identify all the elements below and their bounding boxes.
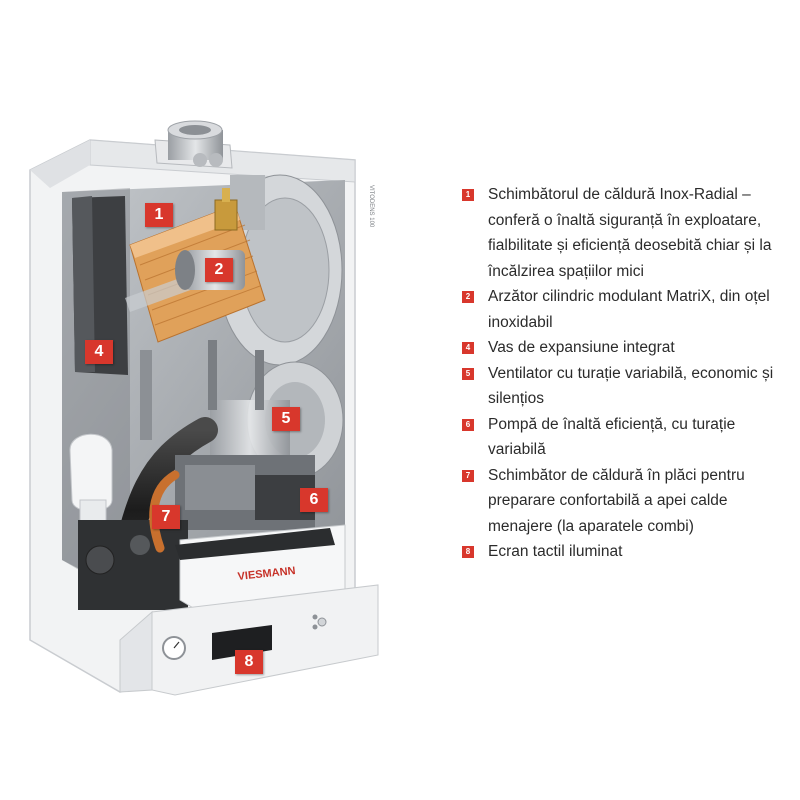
pipes xyxy=(140,340,264,440)
callout-5: 5 xyxy=(272,407,300,431)
flue-outlet xyxy=(154,120,233,169)
legend-item: 7 Schimbător de căldură în plăci pentru … xyxy=(462,463,792,540)
legend-text: Ventilator cu turație variabilă, economi… xyxy=(488,364,774,408)
legend-badge: 8 xyxy=(462,546,474,558)
boiler-illustration: VITODENS 100 VIESMANN xyxy=(29,120,379,696)
legend-item: 6 Pompă de înaltă eficiență, cu turație … xyxy=(462,412,792,463)
legend-text: Vas de expansiune integrat xyxy=(488,339,675,356)
legend-badge: 5 xyxy=(462,367,474,380)
legend-text: Schimbător de căldură în plăci pentru pr… xyxy=(488,466,745,535)
legend-badge: 7 xyxy=(462,469,474,482)
legend: 1 Schimbătorul de căldură Inox-Radial – … xyxy=(462,182,792,565)
callout-1: 1 xyxy=(145,203,173,227)
callout-6: 6 xyxy=(300,488,328,512)
legend-item: 2 Arzător cilindric modulant MatriX, din… xyxy=(462,284,792,335)
callout-2: 2 xyxy=(205,258,233,282)
side-label: VITODENS 100 xyxy=(368,185,374,228)
legend-text: Pompă de înaltă eficiență, cu turație va… xyxy=(488,415,736,459)
legend-text: Ecran tactil iluminat xyxy=(488,543,623,560)
callout-4: 4 xyxy=(85,340,113,364)
hydraulic-block xyxy=(78,455,315,610)
expansion-vessel xyxy=(72,196,128,375)
gas-valve xyxy=(214,188,238,231)
legend-badge: 6 xyxy=(462,418,474,431)
legend-item: 8 Ecran tactil iluminat xyxy=(462,539,792,565)
legend-badge: 2 xyxy=(462,291,474,303)
legend-item: 5 Ventilator cu turație variabilă, econo… xyxy=(462,361,792,412)
legend-item: 1 Schimbătorul de căldură Inox-Radial – … xyxy=(462,182,792,284)
legend-badge: 4 xyxy=(462,342,474,354)
legend-badge: 1 xyxy=(462,189,474,201)
legend-item: 4 Vas de expansiune integrat xyxy=(462,335,792,361)
legend-text: Schimbătorul de căldură Inox-Radial – co… xyxy=(488,186,772,280)
callout-8: 8 xyxy=(235,650,263,674)
callout-7: 7 xyxy=(152,505,180,529)
legend-text: Arzător cilindric modulant MatriX, din o… xyxy=(488,288,770,331)
